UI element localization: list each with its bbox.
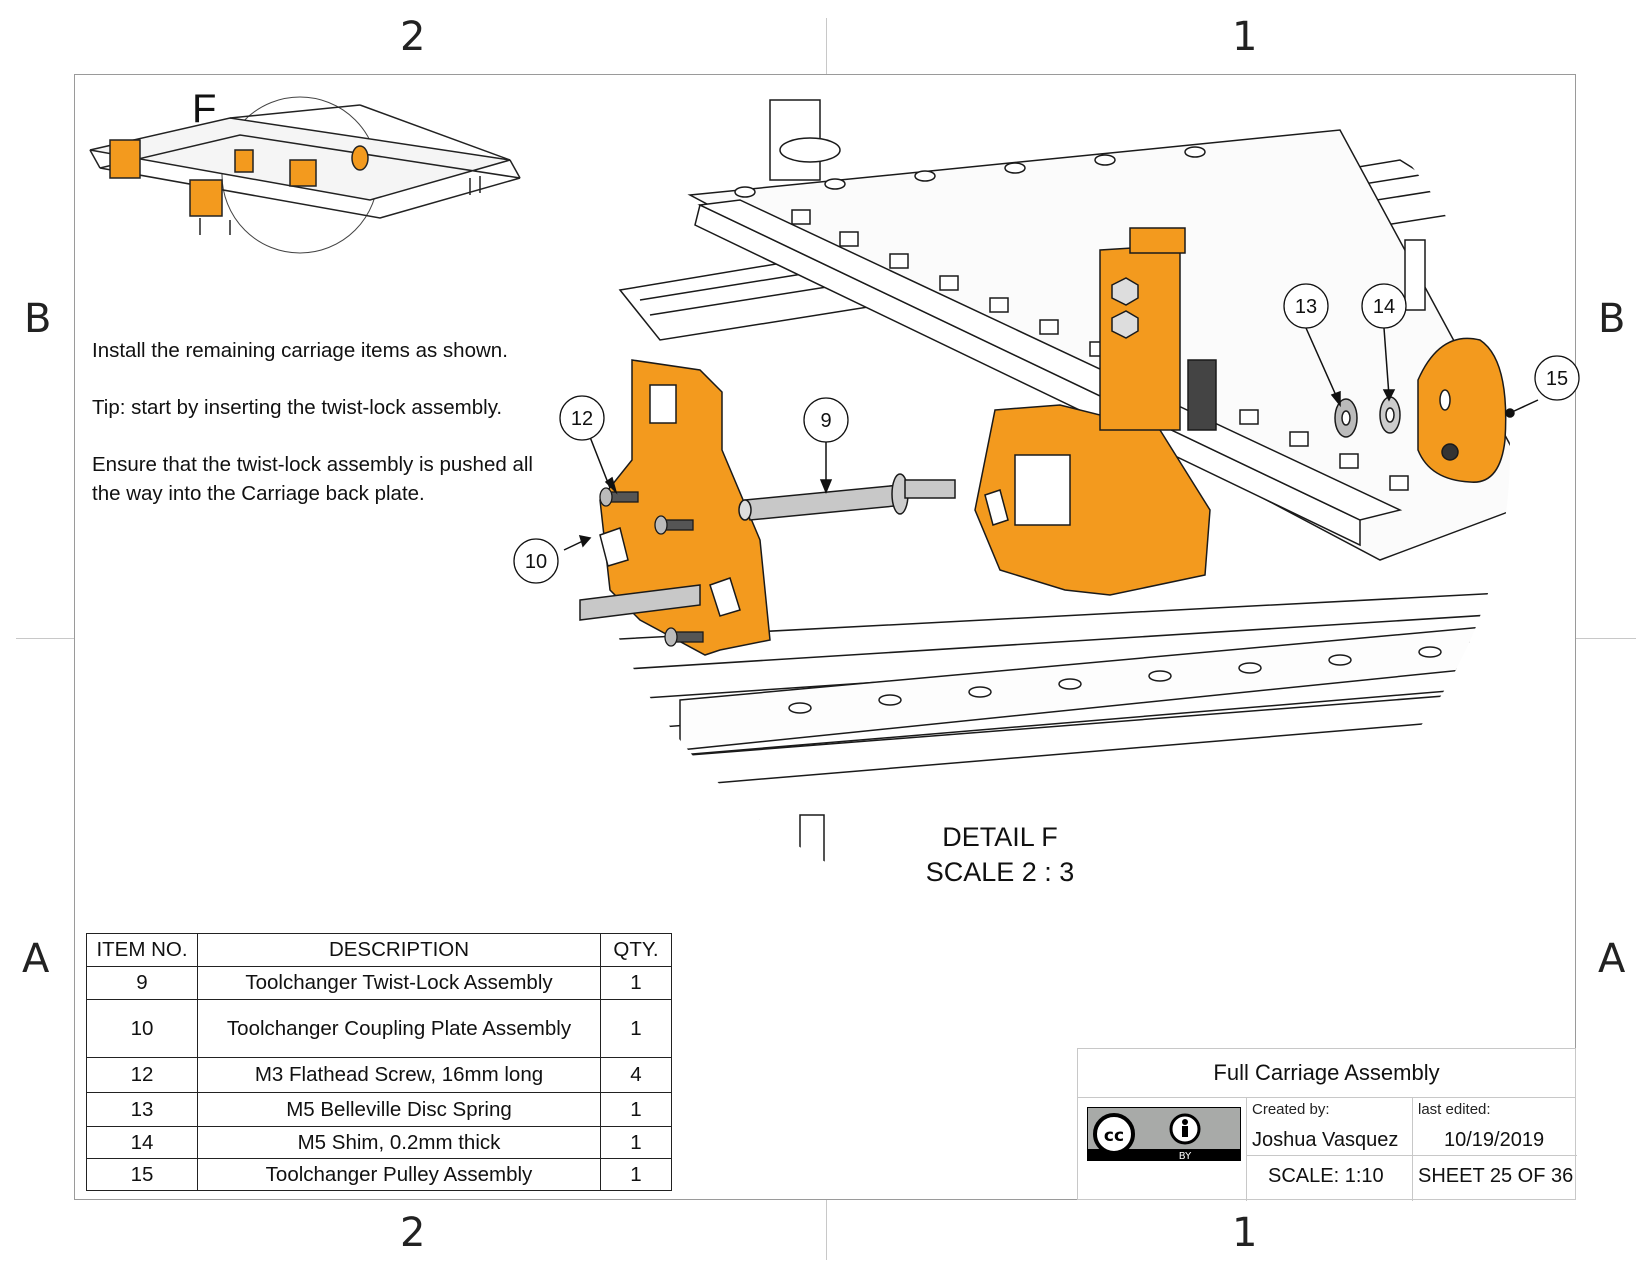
screws	[599, 487, 704, 647]
bom-item: 15	[86, 1158, 198, 1191]
callout-12: 12	[559, 395, 605, 441]
bom-row: 13 M5 Belleville Disc Spring 1	[86, 1092, 672, 1127]
callout-number-14: 14	[1373, 296, 1395, 318]
bom-item: 14	[86, 1126, 198, 1159]
bom-description: Toolchanger Coupling Plate Assembly	[197, 999, 601, 1058]
bom-row: 9 Toolchanger Twist-Lock Assembly 1	[86, 966, 672, 1000]
callout-number-13: 13	[1295, 296, 1317, 318]
zone-marker-2-top: 2	[400, 14, 426, 60]
zone-tick	[1576, 638, 1636, 639]
cc-by-icon: cc BY	[1087, 1107, 1241, 1161]
svg-text:cc: cc	[1104, 1126, 1124, 1146]
callout-leaders	[563, 327, 1539, 551]
twist-lock-shaft	[579, 473, 956, 621]
bom-description: M5 Shim, 0.2mm thick	[197, 1126, 601, 1159]
bom-row: 15 Toolchanger Pulley Assembly 1	[86, 1158, 672, 1191]
callout-13: 13	[1283, 283, 1329, 329]
callout-number-10: 10	[525, 551, 547, 573]
assembly-instructions: Install the remaining carriage items as …	[92, 336, 562, 536]
zone-marker-1-top: 1	[1232, 14, 1258, 60]
zone-tick	[16, 638, 74, 639]
zone-marker-1-bottom: 1	[1232, 1210, 1258, 1256]
bom-row: 10 Toolchanger Coupling Plate Assembly 1	[86, 999, 672, 1058]
zone-marker-a-right: A	[1598, 936, 1626, 982]
zone-marker-2-bottom: 2	[400, 1210, 426, 1256]
zone-marker-a-left: A	[22, 936, 50, 982]
bom-qty: 1	[600, 966, 672, 1000]
bom-row: 14 M5 Shim, 0.2mm thick 1	[86, 1126, 672, 1159]
drawing-title: Full Carriage Assembly	[1078, 1049, 1575, 1098]
bom-description: Toolchanger Pulley Assembly	[197, 1158, 601, 1191]
washers	[1334, 396, 1401, 438]
callout-9: 9	[803, 397, 849, 443]
bom-header-description: DESCRIPTION	[197, 933, 601, 967]
zone-tick	[826, 18, 827, 74]
detail-title: DETAIL F	[942, 822, 1058, 852]
bom-header-item: ITEM NO.	[86, 933, 198, 967]
callout-number-15: 15	[1546, 368, 1568, 390]
bom-header-qty: QTY.	[600, 933, 672, 967]
bom-header-row: ITEM NO. DESCRIPTION QTY.	[86, 933, 672, 967]
last-edited-label: last edited:	[1418, 1101, 1491, 1118]
instruction-tip: Tip: start by inserting the twist-lock a…	[92, 396, 503, 419]
callout-number-12: 12	[571, 408, 593, 430]
bom-qty: 1	[600, 1158, 672, 1191]
bom-qty: 4	[600, 1057, 672, 1093]
bill-of-materials: ITEM NO. DESCRIPTION QTY. 9 Toolchanger …	[86, 933, 672, 1191]
bom-item: 9	[86, 966, 198, 1000]
bom-qty: 1	[600, 1126, 672, 1159]
sheet-number: SHEET 25 OF 36	[1418, 1165, 1574, 1187]
instruction-3: Ensure that the twist-lock assembly is p…	[92, 453, 533, 505]
bom-qty: 1	[600, 999, 672, 1058]
bom-qty: 1	[600, 1092, 672, 1127]
bom-item: 12	[86, 1057, 198, 1093]
drawing-scale: SCALE: 1:10	[1268, 1165, 1384, 1187]
drawing-border	[74, 74, 1576, 1200]
bom-item: 10	[86, 999, 198, 1058]
overview-thumbnail	[89, 96, 521, 254]
callout-balloons: 12 9 10 13 14 15	[513, 283, 1580, 584]
bom-description: M3 Flathead Screw, 16mm long	[197, 1057, 601, 1093]
bom-description: Toolchanger Twist-Lock Assembly	[197, 966, 601, 1000]
callout-15: 15	[1534, 355, 1580, 401]
detail-scale: SCALE 2 : 3	[925, 857, 1075, 887]
bom-item: 13	[86, 1092, 198, 1127]
last-edited-date: 10/19/2019	[1444, 1129, 1545, 1151]
zone-tick	[826, 1200, 827, 1260]
callout-10: 10	[513, 538, 559, 584]
cc-by-badge: BY	[1179, 1151, 1192, 1161]
zone-marker-b-left: B	[24, 296, 52, 342]
bom-row: 12 M3 Flathead Screw, 16mm long 4	[86, 1057, 672, 1093]
zone-marker-b-right: B	[1598, 296, 1626, 342]
callout-number-9: 9	[820, 410, 831, 432]
author-name: Joshua Vasquez	[1252, 1129, 1399, 1151]
bom-description: M5 Belleville Disc Spring	[197, 1092, 601, 1127]
orange-parts	[599, 227, 1507, 656]
detail-label-f: F	[192, 87, 216, 131]
created-by-label: Created by:	[1252, 1101, 1330, 1118]
callout-14: 14	[1361, 283, 1407, 329]
instruction-1: Install the remaining carriage items as …	[92, 339, 508, 362]
detail-caption: DETAIL F SCALE 2 : 3	[900, 820, 1100, 890]
title-block: Full Carriage Assembly cc BY Created by:…	[1077, 1048, 1577, 1201]
